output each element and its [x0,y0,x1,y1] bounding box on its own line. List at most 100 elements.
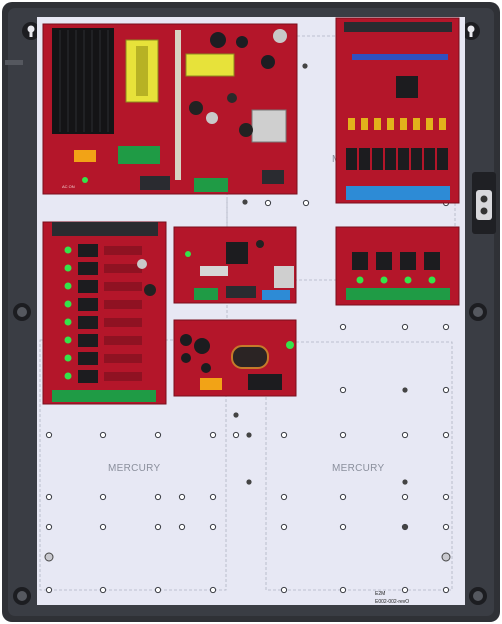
relay-trace [104,282,142,291]
relay-trace [104,318,142,327]
relay-black [359,148,370,170]
status-led [64,318,72,326]
mounting-hole [209,431,217,439]
mounting-stud [242,199,248,205]
relay-black [78,262,98,275]
mounting-hole [45,431,53,439]
fuse-yellow [426,118,433,130]
zone-label-left: MERCURY [108,463,161,474]
bolt-hole-mid-left [13,303,31,321]
relay-terminal-blue [346,186,450,200]
relay-terminal-green [52,390,156,402]
mounting-hole [302,199,310,207]
transformer-right [185,53,235,77]
inductor [231,345,269,369]
mounting-hole [401,586,409,594]
mounting-hole [264,199,272,207]
bolt-hole-bottom-right [469,587,487,605]
mounting-stud [246,432,252,438]
side-tab-left [5,60,23,65]
mounting-hole [178,523,186,531]
relay-black [78,298,98,311]
relay-black [78,352,98,365]
relay-black [437,148,448,170]
mounting-stud [402,387,408,393]
mounting-hole [339,323,347,331]
mounting-hole [401,431,409,439]
relay-black [372,148,383,170]
controller-cpu [226,242,248,264]
status-led [64,300,72,308]
relay-board-small-right [335,226,460,306]
mounting-hole [99,586,107,594]
keyhole-mount-top-left [22,22,40,40]
fuse [74,150,96,162]
mounting-hole [99,523,107,531]
status-led [64,354,72,362]
mounting-hole [45,493,53,501]
relay-black [78,316,98,329]
dc-converter-board [173,319,297,397]
relay-trace [104,300,142,309]
mounting-hole [209,523,217,531]
mounting-hole [442,586,450,594]
mounting-stud [402,524,408,530]
mounting-hole [209,586,217,594]
relay-trace [104,246,142,255]
controller-board [173,226,297,304]
status-led [356,276,364,284]
status-led [380,276,388,284]
mounting-hole [442,493,450,501]
fuse-yellow [387,118,394,130]
status-led [64,336,72,344]
mounting-hole [280,523,288,531]
mounting-hole [401,323,409,331]
mounting-hole [154,586,162,594]
mounting-stud [302,63,308,69]
power-terminal-block [118,146,160,164]
mounting-hole [280,493,288,501]
relay-trace [104,336,142,345]
relay-black [411,148,422,170]
mounting-holes [44,63,451,594]
mounting-hole [280,431,288,439]
mounting-hole [339,431,347,439]
mounting-stud [246,479,252,485]
mounting-hole [154,493,162,501]
power-relay [251,109,287,143]
ac-on-led [82,177,88,183]
fuse-yellow [348,118,355,130]
mounting-hole [401,493,409,501]
status-led [404,276,412,284]
mounting-hole [178,493,186,501]
mounting-hole [154,523,162,531]
door-latch [472,172,496,234]
part-number: E002-002-revO [375,599,409,605]
relay-black [78,370,98,383]
mounting-hole [45,586,53,594]
fuse-yellow [361,118,368,130]
mounting-hole [154,431,162,439]
plate-mark: E2M [375,591,385,597]
heatsink [52,28,114,134]
bolt-hole-bottom-left [13,587,31,605]
relay-black [424,148,435,170]
status-led [64,246,72,254]
relay-board-left [42,221,167,405]
standoff [441,552,451,562]
bolt-hole-mid-right [469,303,487,321]
mounting-hole [339,586,347,594]
status-led [64,264,72,272]
status-led [64,282,72,290]
mounting-hole [280,586,288,594]
mounting-hole [339,523,347,531]
mounting-hole [232,431,240,439]
ethernet-port [274,266,294,288]
mounting-hole [442,523,450,531]
status-led [64,372,72,380]
relay-trace [104,372,142,381]
mounting-hole [339,493,347,501]
relay-board-top-right [335,17,460,204]
ac-on-label: AC ON [62,184,75,189]
